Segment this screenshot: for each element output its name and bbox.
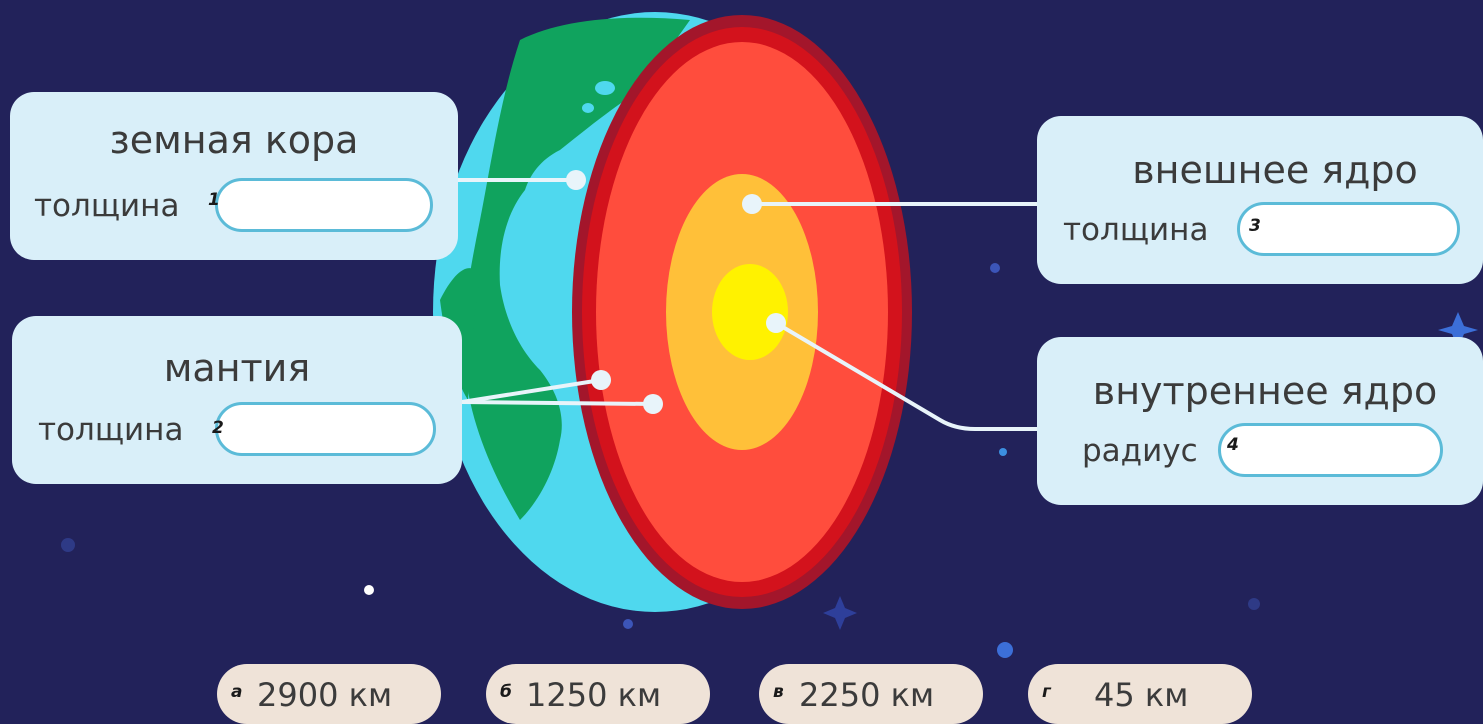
mantle-title: мантия (163, 346, 311, 390)
background-stars (61, 263, 1478, 658)
mantle-measure-label: толщина (38, 412, 184, 448)
answer-chip-v[interactable]: в 2250 км (759, 664, 983, 724)
answer-letter: в (773, 682, 784, 702)
earth (433, 12, 912, 612)
mantle-card: мантия толщина 2 (12, 316, 462, 484)
answer-chip-a[interactable]: а 2900 км (217, 664, 441, 724)
answer-letter: а (231, 682, 243, 702)
crust-card: земная кора толщина 1 (10, 92, 458, 260)
connector-lines (456, 178, 1039, 431)
answer-letter: г (1042, 682, 1051, 702)
crust-title: земная кора (109, 118, 359, 162)
outer-core-answer-slot[interactable] (1237, 202, 1460, 256)
answer-chip-b[interactable]: б 1250 км (486, 664, 710, 724)
inner-core-shape (712, 264, 788, 360)
answer-value: 1250 км (526, 676, 662, 714)
star-icon (823, 596, 857, 630)
mantle-slot-number: 2 (212, 418, 224, 438)
connector-dot (591, 370, 611, 390)
outer-core-title: внешнее ядро (1132, 148, 1418, 192)
answer-value: 2250 км (799, 676, 935, 714)
crust-answer-slot[interactable] (215, 178, 433, 232)
crust-slot-number: 1 (208, 190, 220, 210)
outer-core-card: внешнее ядро толщина 3 (1037, 116, 1483, 284)
inner-core-answer-slot[interactable] (1218, 423, 1443, 477)
inner-core-slot-number: 4 (1227, 435, 1239, 455)
answer-value: 45 км (1094, 676, 1189, 714)
outer-core-slot-number: 3 (1249, 216, 1261, 236)
crust-measure-label: толщина (34, 188, 180, 224)
connector-dot (643, 394, 663, 414)
mantle-answer-slot[interactable] (215, 402, 436, 456)
answer-value: 2900 км (257, 676, 393, 714)
inner-core-measure-label: радиус (1082, 433, 1198, 469)
connector-dot (766, 313, 786, 333)
connector-dot (742, 194, 762, 214)
inner-core-title: внутреннее ядро (1092, 369, 1438, 413)
answer-chip-g[interactable]: г 45 км (1028, 664, 1252, 724)
inner-core-card: внутреннее ядро радиус 4 (1037, 337, 1483, 505)
star-icon (1438, 312, 1478, 348)
connector-dots (566, 170, 786, 414)
answer-letter: б (500, 682, 512, 702)
outer-core-measure-label: толщина (1063, 212, 1209, 248)
connector-dot (566, 170, 586, 190)
